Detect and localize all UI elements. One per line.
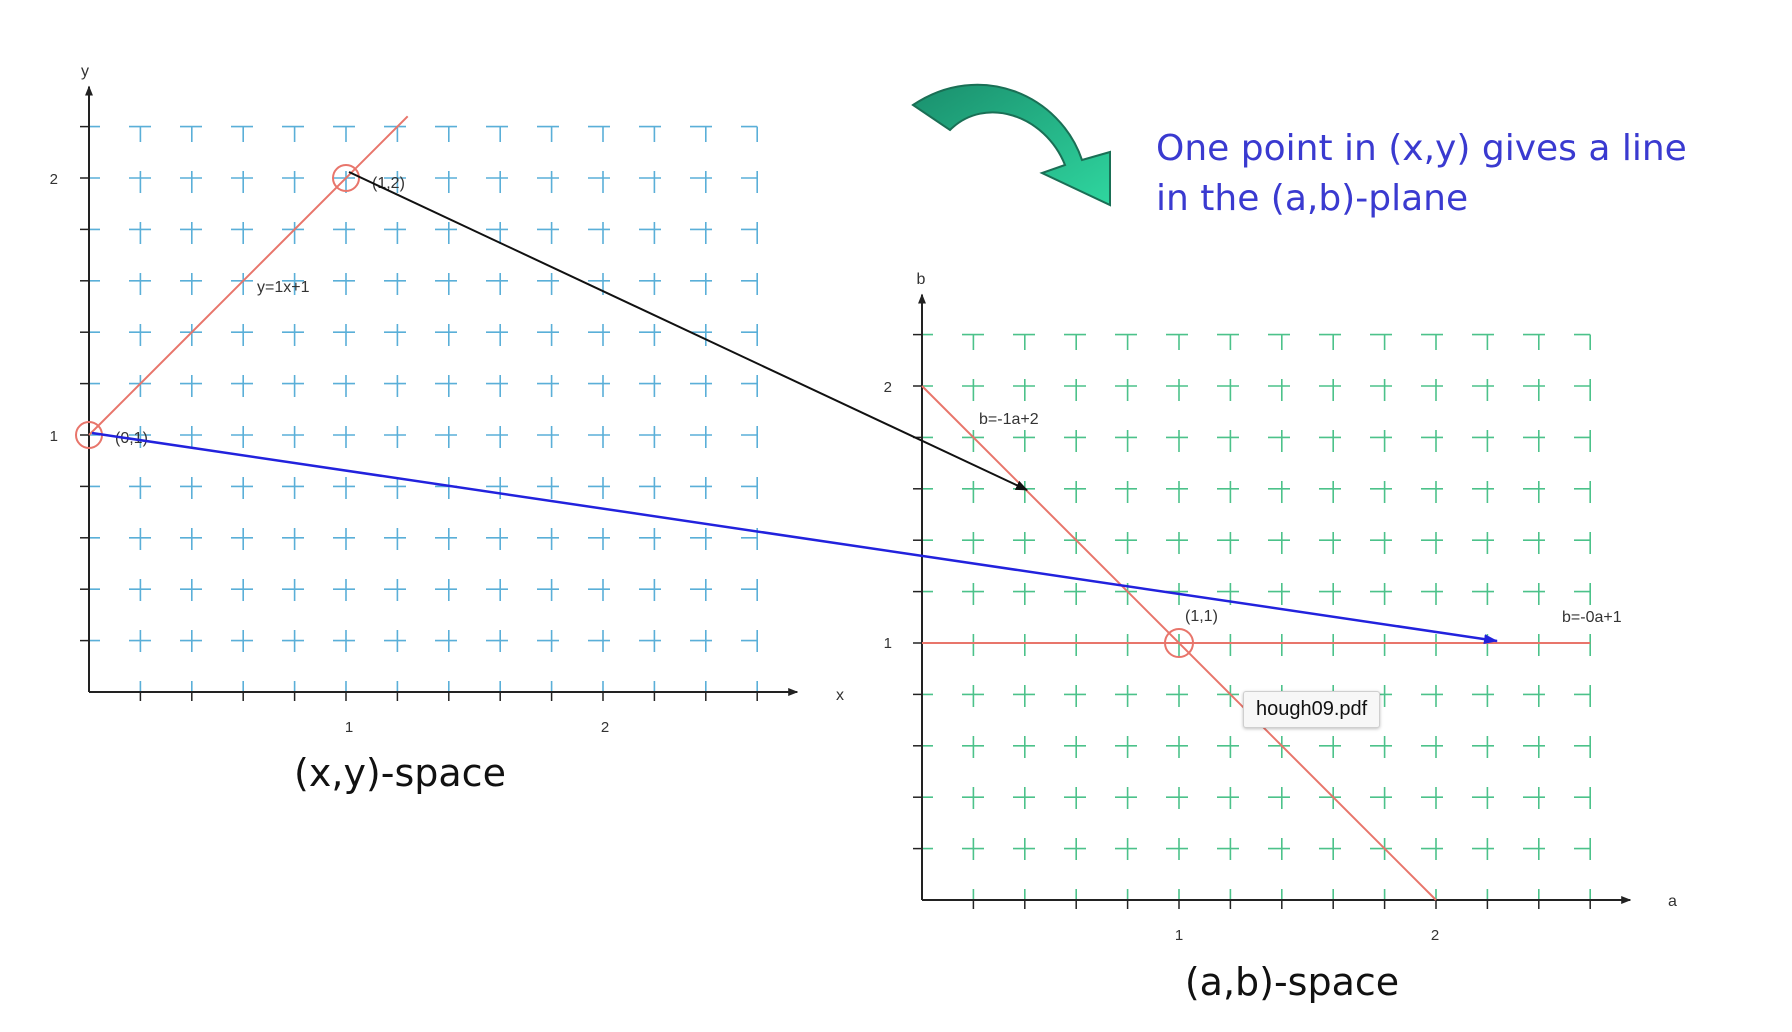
xy-point-1-2-marker [332, 164, 360, 192]
ab-x-tick-2: 2 [1431, 927, 1439, 944]
xy-x-tick-2: 2 [601, 719, 609, 736]
xy-y-axis-label: y [81, 63, 89, 80]
xy-x-tick-1: 1 [345, 719, 353, 736]
callout-line-1: One point in (x,y) gives a line [1156, 128, 1687, 169]
xy-y-tick-2: 2 [50, 171, 58, 188]
xy-space-plot: 1 2 1 2 x y y=1x+1 (0,1) (1,2) (x,y)-spa… [50, 63, 844, 795]
xy-axes [80, 85, 799, 701]
ab-line-label-1: b=-1a+2 [979, 411, 1039, 428]
ab-y-tick-2: 2 [884, 379, 892, 396]
file-tooltip: hough09.pdf [1243, 691, 1381, 728]
ab-y-tick-1: 1 [884, 635, 892, 652]
ab-grid [922, 333, 1591, 900]
ab-y-axis-label: b [917, 271, 926, 288]
ab-intersection-marker [1164, 628, 1194, 658]
curved-arrow [911, 83, 1111, 207]
xy-line-label: y=1x+1 [257, 279, 310, 296]
xy-line-y-1x-1 [88, 115, 409, 436]
xy-caption: (x,y)-space [294, 751, 506, 795]
xy-x-axis-label: x [836, 687, 844, 704]
ab-intersection-label: (1,1) [1185, 608, 1218, 625]
ab-x-axis-label: a [1668, 893, 1677, 910]
arrow-point-1-2-to-line [348, 171, 1028, 491]
callout-line-2: in the (a,b)-plane [1156, 178, 1468, 219]
ab-line-label-2: b=-0a+1 [1562, 609, 1622, 626]
arrow-point-0-1-to-line [91, 431, 1498, 645]
xy-grid [89, 125, 759, 692]
ab-axes [913, 293, 1632, 909]
ab-space-plot: 1 2 1 2 a b b=-1a+2 b=-0a+1 (1,1) (a,b)-… [884, 271, 1677, 1004]
ab-caption: (a,b)-space [1185, 960, 1399, 1004]
ab-x-tick-1: 1 [1175, 927, 1183, 944]
xy-y-tick-1: 1 [50, 428, 58, 445]
